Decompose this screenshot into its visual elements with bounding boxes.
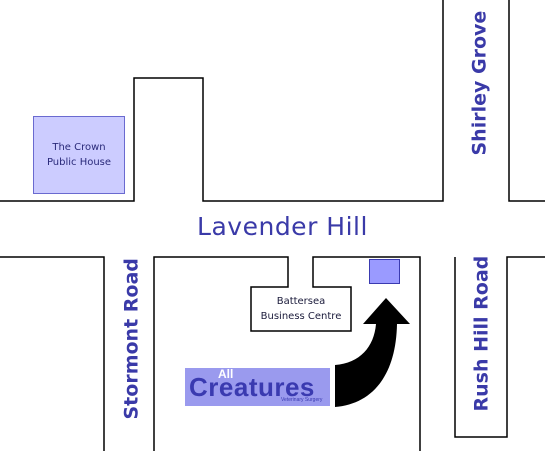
logo-sub-text: Veterinary Surgery bbox=[281, 397, 323, 403]
logo-top-text: All bbox=[218, 367, 234, 381]
logo-main-text: Creatures bbox=[189, 372, 315, 402]
landmark-battersea-business-centre: Battersea Business Centre bbox=[251, 287, 351, 331]
street-label-shirley-grove: Shirley Grove bbox=[468, 10, 491, 156]
street-label-stormont-road: Stormont Road bbox=[120, 258, 143, 420]
location-marker bbox=[369, 259, 400, 284]
landmark-label-line2: Public House bbox=[46, 157, 112, 168]
landmark-the-crown: The Crown Public House bbox=[33, 116, 125, 194]
block-top-right bbox=[508, 0, 545, 202]
landmark-label-line1: Battersea bbox=[276, 296, 326, 307]
block-top-left bbox=[0, 0, 444, 202]
block-bottom-middle bbox=[153, 256, 421, 451]
direction-arrow bbox=[335, 298, 410, 407]
block-bottom-left bbox=[0, 256, 105, 451]
street-label-rush-hill-road: Rush Hill Road bbox=[470, 255, 493, 412]
all-creatures-logo: All Creatures Veterinary Surgery bbox=[185, 368, 330, 406]
block-bottom-right bbox=[454, 256, 545, 438]
landmark-label-line2: Business Centre bbox=[260, 311, 342, 322]
street-label-lavender-hill: Lavender Hill bbox=[197, 212, 368, 241]
landmark-label-line1: The Crown bbox=[52, 142, 106, 153]
